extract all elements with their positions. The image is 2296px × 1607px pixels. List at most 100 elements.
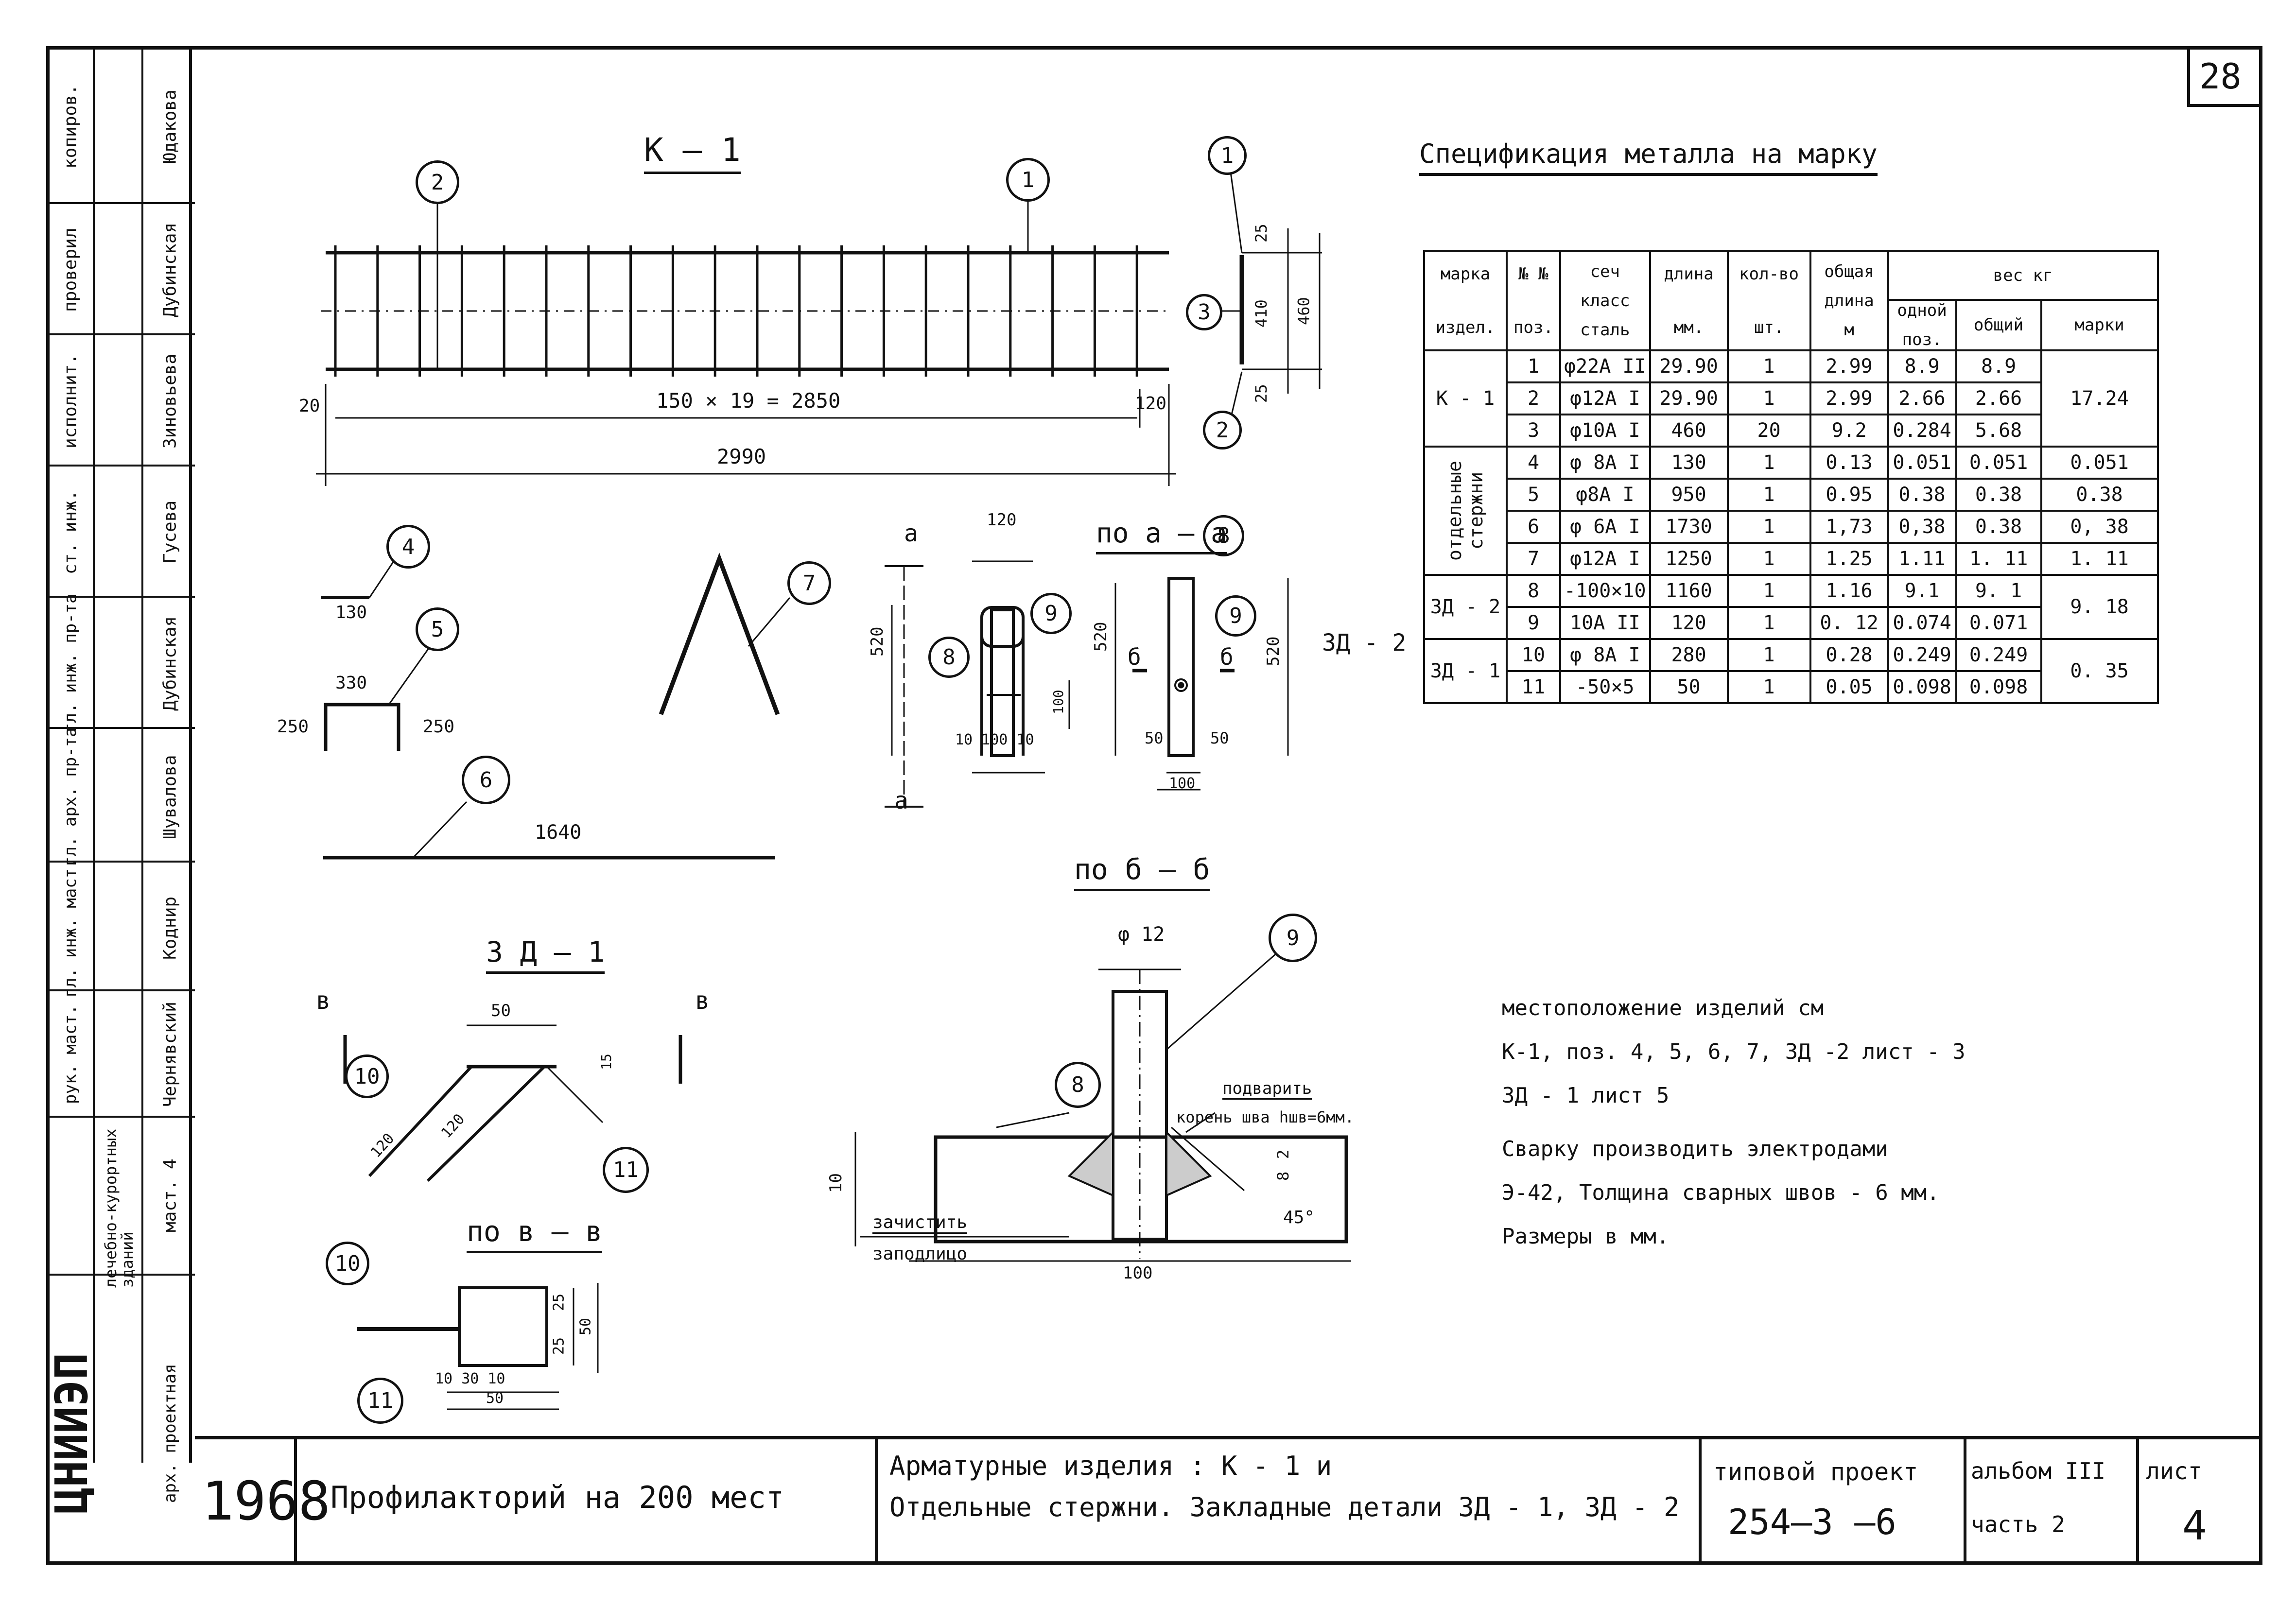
callout-label: 7 <box>802 570 816 596</box>
callout-label: 11 <box>613 1158 639 1182</box>
stamp-roles-column <box>46 46 95 1463</box>
zd1-dim-15: 15 <box>598 1054 614 1070</box>
stamp-separators <box>46 46 195 1463</box>
note-line-3: ЗД - 1 лист 5 <box>1502 1083 1670 1108</box>
zd1-title: З Д – 1 <box>486 935 605 974</box>
spec-mark-total: 9. 18 <box>2040 574 2159 640</box>
spec-cell-all: 0.249 <box>1955 638 2042 672</box>
spec-cell-one: 9.1 <box>1887 574 1957 608</box>
title-divider-2 <box>875 1436 878 1565</box>
callout-label: 9 <box>1286 925 1300 950</box>
spec-mark: К - 1 <box>1423 349 1508 448</box>
callout-zd2-9: 9 <box>1030 593 1072 634</box>
spec-cell-one: 0.098 <box>1887 670 1957 704</box>
zd2-dim-520-b: 520 <box>1091 622 1111 652</box>
spec-cell-tot_len: 2.99 <box>1809 381 1889 415</box>
zd2-sec-a-top: а <box>904 520 918 547</box>
spec-cell-sec: -50×5 <box>1559 670 1651 704</box>
callout-aa-8: 8 <box>1203 515 1244 556</box>
k1-side-dim-total: 460 <box>1294 297 1313 325</box>
spec-cell-qty: 1 <box>1726 446 1811 480</box>
callout-side-1: 1 <box>1208 136 1247 175</box>
spec-cell-sec: φ12А I <box>1559 381 1651 415</box>
title-divider-5 <box>2136 1436 2139 1565</box>
spec-mark-total: 0. 35 <box>2040 638 2159 704</box>
note-line-4: Сварку производить электродами <box>1502 1137 1888 1161</box>
callout-bb-9: 9 <box>1269 914 1317 962</box>
spec-cell-pos: 8 <box>1506 574 1561 608</box>
part-label: часть 2 <box>1971 1511 2065 1538</box>
spec-cell-tot_len: 2.99 <box>1809 349 1889 383</box>
weld-note-3: зачистить <box>872 1212 968 1234</box>
spec-cell-pos: 11 <box>1506 670 1561 704</box>
bar4-length: 130 <box>335 603 367 622</box>
callout-vv-10: 10 <box>326 1242 369 1285</box>
spec-title: Спецификация металла на марку <box>1419 138 1878 176</box>
spec-mark: отдельные стержни <box>1424 447 1507 575</box>
callout-label: 2 <box>431 170 444 195</box>
spec-cell-sec: φ12А I <box>1559 542 1651 576</box>
callout-label: 1 <box>1220 143 1234 168</box>
callout-k1-2: 2 <box>416 160 459 204</box>
k1-dim-total: 2990 <box>717 445 766 468</box>
dim-30: 30 <box>461 1370 479 1387</box>
spec-mark-total: 0.38 <box>2040 478 2159 512</box>
project-name: Профилакторий на 200 мест <box>330 1480 784 1515</box>
callout-label: 8 <box>1217 523 1230 548</box>
sheet-value: 4 <box>2182 1502 2207 1549</box>
callout-k1-3: 3 <box>1186 294 1222 330</box>
title-divider-4 <box>1964 1436 1966 1565</box>
weld-note-1: подварить <box>1222 1079 1312 1100</box>
dim-10: 10 <box>955 731 973 748</box>
k1-title: К — 1 <box>644 131 741 174</box>
zd1-dim-50: 50 <box>491 1001 511 1020</box>
callout-label: 9 <box>1229 604 1242 628</box>
spec-cell-qty: 1 <box>1726 638 1811 672</box>
title-block <box>195 1436 2262 1565</box>
spec-cell-one: 2.66 <box>1887 381 1957 415</box>
spec-mark: ЗД - 2 <box>1423 574 1508 640</box>
k1-side-dim-bottom: 25 <box>1252 384 1270 403</box>
spec-cell-one: 0.249 <box>1887 638 1957 672</box>
callout-label: 6 <box>479 767 493 793</box>
spec-mark-total: 0, 38 <box>2040 510 2159 544</box>
callout-side-2: 2 <box>1203 411 1242 449</box>
spec-cell-all: 0.051 <box>1955 446 2042 480</box>
h-mark-total: марки <box>2040 299 2159 351</box>
callout-aa-9: 9 <box>1215 595 1256 637</box>
spec-cell-all: 0.38 <box>1955 478 2042 512</box>
spec-cell-all: 9. 1 <box>1955 574 2042 608</box>
spec-cell-len: 950 <box>1649 478 1729 512</box>
zd2-sec-a-bottom: а <box>894 787 908 814</box>
k1-side-dim-mid: 410 <box>1252 299 1270 328</box>
spec-cell-len: 1160 <box>1649 574 1729 608</box>
k1-side-dim-top: 25 <box>1252 224 1270 243</box>
sheet-description-1: Арматурные изделия : К - 1 и <box>889 1451 1332 1481</box>
spec-cell-one: 0,38 <box>1887 510 1957 544</box>
spec-cell-one: 0.074 <box>1887 606 1957 640</box>
dim-10: 10 <box>435 1370 453 1387</box>
bar6-length: 1640 <box>535 821 582 844</box>
spec-cell-sec: φ8А I <box>1559 478 1651 512</box>
callout-label: 8 <box>1071 1072 1084 1097</box>
spec-cell-qty: 1 <box>1726 510 1811 544</box>
sec-bb-weld-h: 8 <box>1274 1171 1292 1181</box>
h-all: общий <box>1955 299 2042 351</box>
spec-cell-len: 29.90 <box>1649 349 1729 383</box>
spec-cell-qty: 1 <box>1726 349 1811 383</box>
stamp-names-column <box>143 46 192 1463</box>
spec-cell-len: 1250 <box>1649 542 1729 576</box>
spec-cell-sec: -100×10 <box>1559 574 1651 608</box>
spec-cell-len: 280 <box>1649 638 1729 672</box>
title-divider-3 <box>1699 1436 1702 1565</box>
sec-bb-angle: 45° <box>1283 1208 1315 1227</box>
